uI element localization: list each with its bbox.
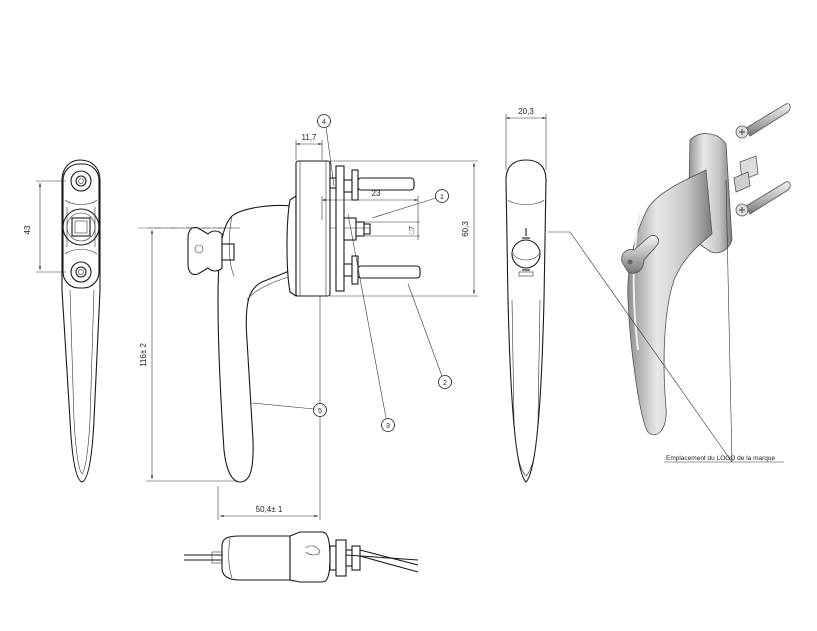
key — [187, 226, 235, 276]
screw-3d-upper — [735, 103, 791, 139]
screw-3d-lower — [735, 181, 791, 217]
svg-text:20,3: 20,3 — [518, 107, 534, 116]
handle-3d-render — [621, 103, 791, 436]
balloon-2: 2 — [407, 283, 452, 389]
svg-text:116± 2: 116± 2 — [139, 343, 148, 367]
screw-lower — [343, 255, 421, 285]
svg-text:Emplacement du LOGO de la marq: Emplacement du LOGO de la marque — [666, 455, 775, 462]
balloon-4: 4 — [317, 114, 335, 187]
svg-text:4: 4 — [322, 119, 326, 126]
svg-text:43: 43 — [23, 225, 32, 234]
back-view — [505, 159, 547, 483]
dimension-60-3: 60,3 — [330, 160, 478, 297]
bottom-view — [184, 531, 419, 583]
dimension-43: 43 — [23, 180, 66, 273]
front-view — [61, 159, 101, 483]
svg-text:5: 5 — [318, 408, 322, 415]
svg-text:2: 2 — [443, 380, 447, 387]
dimension-square-7: □7 — [364, 221, 420, 237]
svg-text:60,3: 60,3 — [461, 221, 470, 237]
logo-location-note: Emplacement du LOGO de la marque — [548, 179, 784, 463]
svg-text:□7: □7 — [409, 226, 416, 234]
screw-upper — [343, 169, 415, 201]
svg-text:23: 23 — [372, 189, 381, 198]
dimension-20-3: 20,3 — [505, 107, 547, 170]
balloon-1: 1 — [371, 189, 449, 219]
dimension-11-7: 11,7 — [295, 133, 323, 160]
svg-text:50,4± 1: 50,4± 1 — [256, 505, 283, 514]
svg-text:1: 1 — [440, 194, 444, 201]
svg-text:3: 3 — [386, 423, 390, 430]
side-view — [138, 160, 421, 483]
svg-text:11,7: 11,7 — [302, 133, 318, 142]
balloon-3: 3 — [347, 213, 395, 432]
balloon-5: 5 — [251, 402, 327, 417]
dimension-116: 116± 2 — [139, 227, 240, 482]
